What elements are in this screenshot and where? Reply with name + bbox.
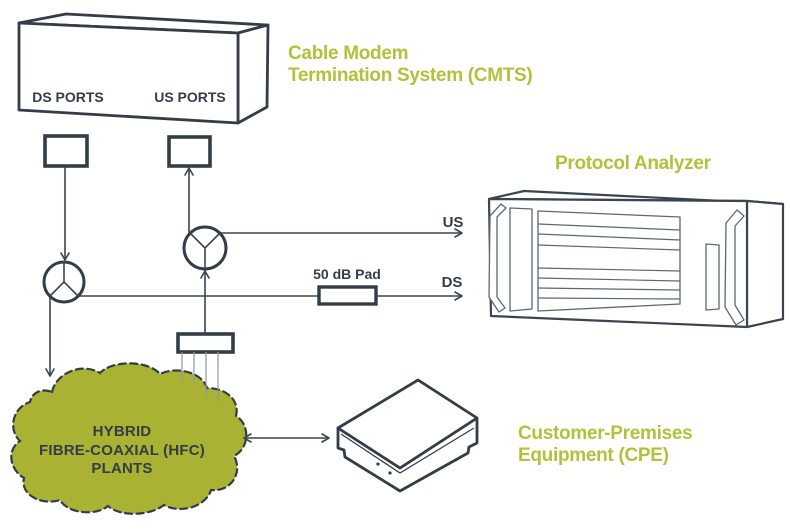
cpe-device: [336, 378, 479, 493]
cpe-led: [388, 471, 392, 475]
ds-splitter-y-icon: [49, 262, 79, 297]
analyzer-slot-line: [537, 233, 681, 241]
protocol-analyzer-heading: Protocol Analyzer: [555, 153, 712, 174]
cmts-device: DS PORTS US PORTS: [17, 12, 270, 125]
cmts-heading-line1: Cable Modem: [288, 43, 408, 64]
attenuator-pad: [317, 285, 378, 306]
analyzer-slot-line: [537, 267, 681, 272]
ds-port-connector: [43, 134, 89, 168]
cmts-front-face: [17, 21, 240, 125]
protocol-analyzer-device: [487, 189, 785, 329]
pad-label: 50 dB Pad: [313, 266, 381, 282]
cpe-top-face: [336, 378, 479, 470]
ds-arrow-label: DS: [442, 274, 463, 291]
down-arrowhead-cloud: [45, 368, 55, 377]
up-arrowhead-us-port: [184, 167, 194, 176]
hfc-label-line1: HYBRID: [93, 423, 152, 440]
hfc-cloud-label: HYBRID FIBRE-COAXIAL (HFC) PLANTS: [39, 423, 205, 477]
tap-drop-lines: [181, 352, 219, 402]
analyzer-slot-line: [537, 223, 681, 231]
hfc-label-line3: PLANTS: [91, 460, 152, 477]
cmts-heading-line2: Termination System (CMTS): [288, 65, 532, 86]
analyzer-left-handle: [488, 203, 507, 313]
us-splitter-y-icon: [189, 232, 221, 269]
hfc-label-line2: FIBRE-COAXIAL (HFC): [39, 442, 205, 459]
us-arrow-label: US: [443, 214, 464, 231]
ds-splitter: [42, 260, 86, 304]
analyzer-slot-bay: [537, 210, 681, 312]
analyzer-slot-line: [537, 244, 681, 251]
right-arrowhead-us: [454, 228, 463, 238]
cmts-heading: Cable Modem Termination System (CMTS): [288, 43, 533, 86]
right-arrowhead-ds: [454, 291, 463, 301]
us-ports-label: US PORTS: [154, 89, 226, 105]
analyzer-side-face: [745, 199, 785, 329]
cpe-heading: Customer-Premises Equipment (CPE): [518, 423, 693, 466]
multi-tap: [176, 332, 235, 354]
analyzer-slot-line: [537, 297, 681, 300]
cmts-side-face: [236, 23, 270, 125]
cpe-heading-line1: Customer-Premises: [518, 423, 692, 444]
right-arrowhead: [321, 433, 330, 443]
analyzer-right-panel: [705, 243, 720, 311]
analyzer-right-handle: [724, 209, 745, 326]
cloud-cpe-arrow: [243, 433, 330, 443]
ds-ports-label: DS PORTS: [32, 89, 104, 105]
us-port-connector: [167, 135, 212, 168]
left-arrowhead: [243, 433, 252, 443]
analyzer-slot-line: [537, 277, 681, 282]
us-splitter: [182, 225, 228, 271]
cpe-lid-seam: [340, 427, 475, 474]
analyzer-left-panel: [509, 207, 533, 312]
hfc-cloud: [10, 362, 248, 515]
down-arrowhead-ds-splitter: [60, 252, 70, 261]
analyzer-slot-line: [537, 287, 681, 291]
up-arrowhead-us-splitter: [200, 270, 210, 279]
cpe-led: [376, 462, 380, 466]
cpe-heading-line2: Equipment (CPE): [518, 445, 669, 466]
